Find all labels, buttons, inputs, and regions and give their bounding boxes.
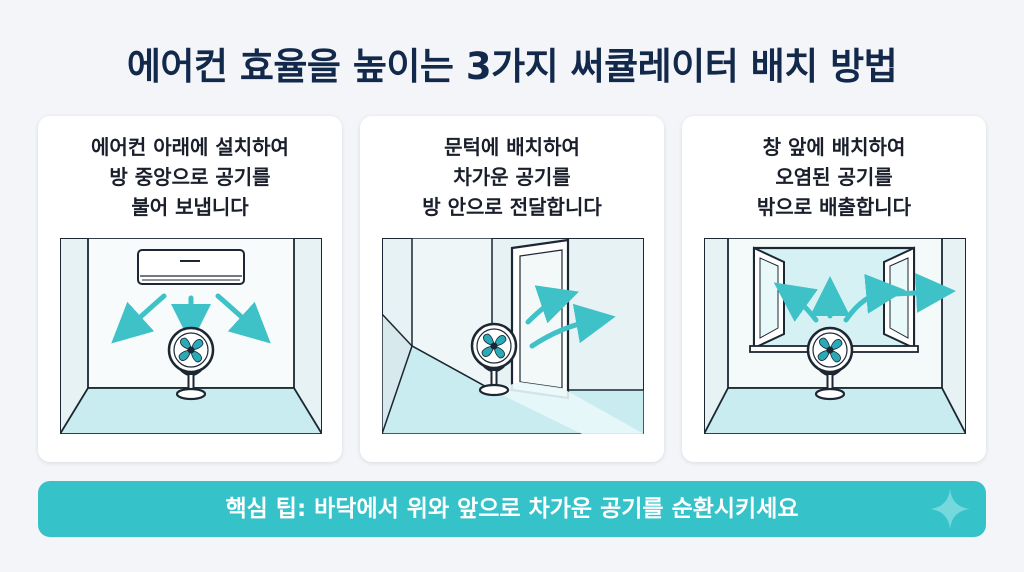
sparkle-icon bbox=[930, 489, 970, 529]
card-description: 에어컨 아래에 설치하여 방 중앙으로 공기를 불어 보냅니다 bbox=[38, 132, 342, 222]
card-line: 오염된 공기를 bbox=[775, 165, 893, 189]
fan-under-air-conditioner-illustration bbox=[60, 238, 322, 434]
placement-card-under-ac: 에어컨 아래에 설치하여 방 중앙으로 공기를 불어 보냅니다 bbox=[38, 116, 342, 462]
key-tip-text: 핵심 팁: 바닥에서 위와 앞으로 차가운 공기를 순환시키세요 bbox=[225, 496, 799, 522]
card-line: 창 앞에 배치하여 bbox=[762, 135, 906, 159]
page-title: 에어컨 효율을 높이는 3가지 써큘레이터 배치 방법 bbox=[126, 45, 898, 88]
card-line: 불어 보냅니다 bbox=[131, 195, 249, 219]
placement-card-window: 창 앞에 배치하여 오염된 공기를 밖으로 배출합니다 bbox=[682, 116, 986, 462]
card-line: 밖으로 배출합니다 bbox=[756, 195, 912, 219]
card-line: 방 안으로 전달합니다 bbox=[422, 195, 602, 219]
card-line: 에어컨 아래에 설치하여 bbox=[91, 135, 289, 159]
airflow-arrows-icon bbox=[525, 285, 616, 349]
card-line: 차가운 공기를 bbox=[453, 165, 571, 189]
airflow-arrows-icon bbox=[111, 293, 271, 344]
card-line: 방 중앙으로 공기를 bbox=[109, 165, 271, 189]
fan-at-doorway-illustration bbox=[382, 238, 644, 434]
card-description: 창 앞에 배치하여 오염된 공기를 밖으로 배출합니다 bbox=[682, 132, 986, 222]
fan-in-front-of-window-illustration bbox=[704, 238, 966, 434]
airflow-arrows-icon bbox=[773, 272, 956, 323]
air-conditioner-icon bbox=[137, 249, 245, 285]
key-tip-banner: 핵심 팁: 바닥에서 위와 앞으로 차가운 공기를 순환시키세요 bbox=[38, 481, 986, 537]
card-line: 문턱에 배치하여 bbox=[444, 135, 580, 159]
placement-card-doorway: 문턱에 배치하여 차가운 공기를 방 안으로 전달합니다 bbox=[360, 116, 664, 462]
card-description: 문턱에 배치하여 차가운 공기를 방 안으로 전달합니다 bbox=[360, 132, 664, 222]
